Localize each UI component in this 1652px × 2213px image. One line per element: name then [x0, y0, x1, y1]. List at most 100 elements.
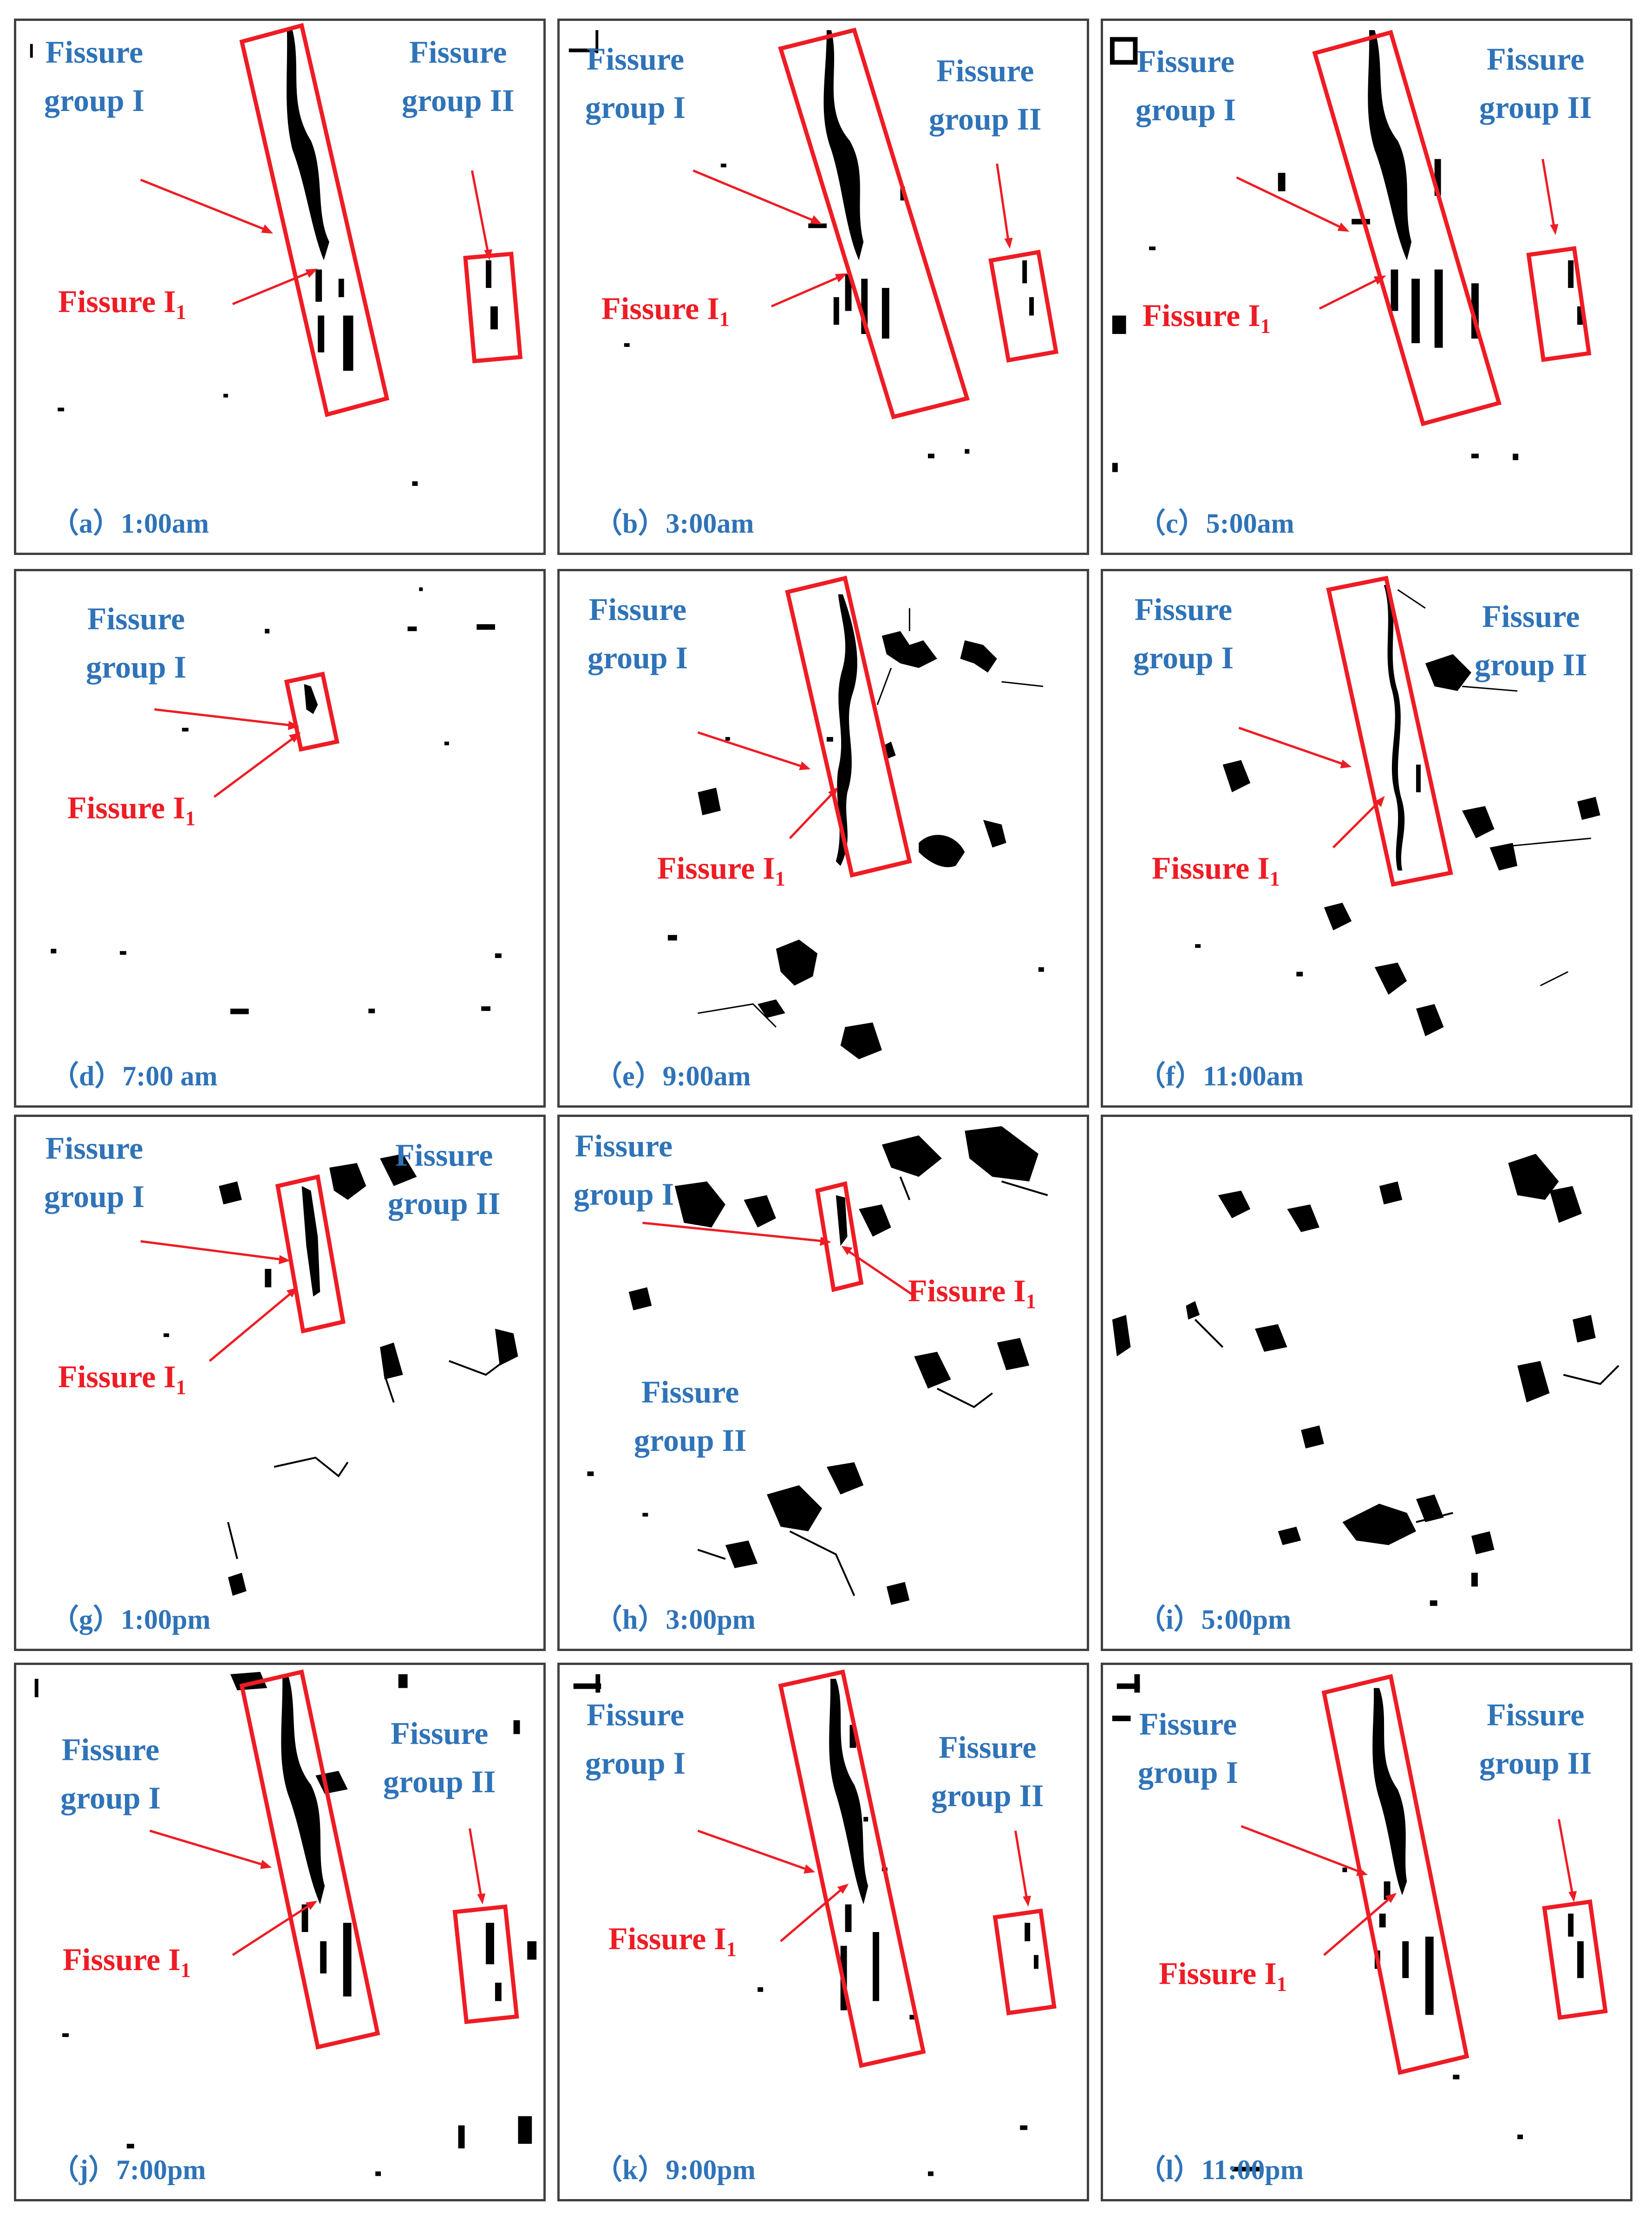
label-fissure-group-i: Fissure group I [585, 1691, 686, 1787]
label-line: group II [929, 101, 1042, 137]
label-line: Fissure [936, 53, 1034, 88]
label-fissure-group-i: Fissure group I [86, 594, 186, 691]
label-subscript: 1 [1269, 867, 1280, 890]
label-text: Fissure I [608, 1921, 726, 1956]
label-fissure-i1: Fissure I1 [908, 1273, 1036, 1313]
label-line: group II [1475, 647, 1587, 682]
panel-caption: （b）3:00am [594, 508, 754, 539]
label-fissure-group-i: Fissure group I [44, 28, 144, 124]
label-line: Fissure [1136, 44, 1235, 79]
label-line: Fissure [395, 1137, 493, 1173]
label-fissure-group-ii: Fissure group II [929, 46, 1042, 143]
label-fissure-group-ii: Fissure group II [1479, 35, 1592, 131]
label-text: Fissure I [1152, 850, 1270, 886]
label-line: Fissure [391, 1716, 489, 1751]
panel-g: Fissure group I Fissure group II Fissure… [14, 1115, 546, 1651]
label-line: group I [44, 1179, 145, 1214]
label-fissure-group-i: Fissure group I [44, 1124, 144, 1221]
label-line: Fissure [586, 41, 685, 77]
label-subscript: 1 [1260, 314, 1271, 338]
label-subscript: 1 [176, 1376, 186, 1399]
label-fissure-group-ii: Fissure group II [931, 1723, 1044, 1820]
label-line: Fissure [45, 1130, 144, 1166]
label-fissure-group-ii: Fissure group II [1479, 1691, 1592, 1787]
label-text: Fissure I [63, 1942, 181, 1977]
label-line: Fissure [1139, 1706, 1237, 1742]
panel-c: Fissure group I Fissure group II Fissure… [1101, 19, 1632, 555]
panel-caption: （i）5:00pm [1138, 1604, 1291, 1635]
label-fissure-i1: Fissure I1 [657, 850, 785, 891]
label-line: group I [44, 83, 145, 118]
label-fissure-i1: Fissure I1 [58, 1358, 186, 1399]
label-subscript: 1 [180, 1958, 191, 1982]
panel-caption: （l）11:00pm [1138, 2154, 1304, 2185]
panel-i: （i）5:00pm [1101, 1115, 1632, 1651]
label-line: Fissure [939, 1730, 1037, 1765]
label-text: Fissure I [1143, 298, 1260, 333]
label-line: Fissure [45, 34, 144, 70]
panel-h: Fissure group I Fissure group II Fissure… [557, 1115, 1089, 1651]
label-fissure-group-ii: Fissure group II [388, 1131, 501, 1227]
label-text: Fissure I [657, 850, 775, 886]
label-fissure-group-ii: Fissure group II [634, 1368, 747, 1464]
label-line: group I [1136, 92, 1236, 127]
panel-caption: （k）9:00pm [594, 2154, 756, 2185]
label-fissure-i1: Fissure I1 [58, 283, 186, 324]
label-fissure-i1: Fissure I1 [601, 290, 730, 331]
label-line: group I [585, 1745, 686, 1781]
label-fissure-group-i: Fissure group I [1138, 1700, 1238, 1796]
label-subscript: 1 [1276, 1972, 1287, 1996]
label-line: group I [588, 640, 688, 675]
label-text: Fissure I [601, 291, 719, 326]
label-fissure-i1: Fissure I1 [1152, 850, 1280, 891]
panel-caption: （d）7:00 am [51, 1061, 218, 1091]
panel-d: Fissure group I Fissure I1 （d）7:00 am [14, 569, 546, 1108]
panel-caption: （e）9:00am [594, 1061, 751, 1091]
label-fissure-i1: Fissure I1 [1159, 1955, 1287, 1996]
label-line: group II [1479, 1745, 1592, 1781]
label-text: Fissure I [908, 1273, 1026, 1308]
panel-b: Fissure group I Fissure group II Fissure… [557, 19, 1089, 555]
label-fissure-group-i: Fissure group I [574, 1122, 674, 1218]
label-line: group I [1133, 640, 1234, 675]
label-fissure-group-i: Fissure group I [1133, 585, 1234, 682]
label-line: group II [931, 1778, 1044, 1813]
label-line: Fissure [641, 1374, 739, 1410]
label-fissure-group-i: Fissure group I [60, 1725, 161, 1822]
label-fissure-i1: Fissure I1 [1143, 297, 1271, 338]
label-subscript: 1 [726, 1938, 737, 1961]
label-text: Fissure I [58, 284, 176, 319]
label-fissure-group-i: Fissure group I [1136, 37, 1236, 134]
label-line: group II [402, 83, 515, 118]
label-line: group I [574, 1176, 674, 1212]
label-fissure-group-ii: Fissure group II [402, 28, 515, 124]
panel-caption: （h）3:00pm [594, 1604, 756, 1635]
label-fissure-i1: Fissure I1 [608, 1920, 737, 1961]
panel-caption: （f）11:00am [1138, 1061, 1304, 1091]
label-fissure-group-i: Fissure group I [588, 585, 688, 682]
label-line: Fissure [1487, 1697, 1585, 1732]
label-line: group II [383, 1764, 496, 1799]
label-line: Fissure [1487, 41, 1585, 77]
label-subscript: 1 [176, 300, 186, 324]
panel-caption: （g）1:00pm [51, 1604, 211, 1635]
label-line: group II [1479, 90, 1592, 125]
label-line: Fissure [409, 34, 507, 70]
panel-caption: （j）7:00pm [51, 2154, 206, 2185]
label-line: group II [634, 1423, 747, 1458]
label-subscript: 1 [185, 807, 196, 830]
label-text: Fissure I [58, 1359, 176, 1394]
fissure-map-i [1112, 1154, 1619, 1606]
label-line: Fissure [575, 1128, 673, 1163]
label-line: Fissure [87, 601, 185, 636]
label-subscript: 1 [1025, 1290, 1036, 1313]
label-fissure-group-i: Fissure group I [585, 35, 686, 131]
label-line: group I [585, 90, 686, 125]
label-subscript: 1 [775, 867, 785, 890]
label-line: group I [60, 1780, 161, 1815]
panel-k: Fissure group I Fissure group II Fissure… [557, 1663, 1089, 2201]
label-fissure-i1: Fissure I1 [63, 1941, 191, 1982]
panel-caption: （a）1:00am [51, 508, 209, 539]
panel-caption: （c）5:00am [1138, 508, 1294, 539]
panel-e: Fissure group I Fissure I1 （e）9:00am [557, 569, 1089, 1108]
